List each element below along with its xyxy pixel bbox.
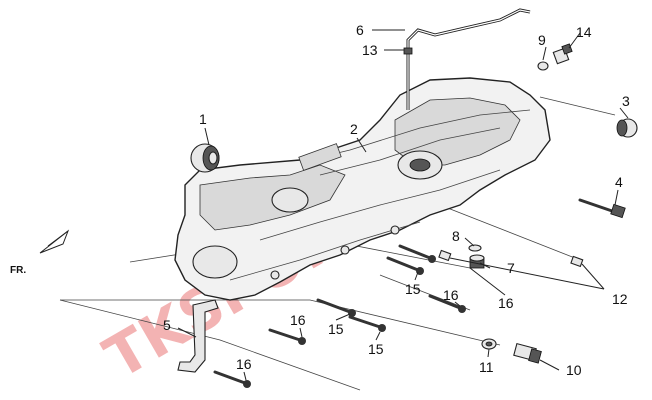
callout-14: 14 — [576, 24, 592, 40]
part-bushing-right — [616, 118, 638, 138]
callout-16c: 16 — [290, 312, 306, 328]
callout-16d: 16 — [236, 356, 252, 372]
part-bolt — [578, 198, 626, 219]
callout-15c: 15 — [368, 341, 384, 357]
direction-label: FR. — [10, 265, 26, 276]
front-direction-arrow — [39, 229, 70, 254]
callout-8: 8 — [452, 228, 460, 244]
part-plug-lower — [481, 338, 542, 364]
callout-11: 11 — [479, 359, 494, 375]
callout-labels: 1 2 3 4 5 6 7 8 9 10 11 12 13 14 15 15 1… — [163, 22, 630, 378]
callout-1: 1 — [199, 111, 207, 127]
crankcase — [174, 77, 551, 301]
callout-4: 4 — [615, 174, 623, 190]
callout-16b: 16 — [498, 295, 514, 311]
callout-6: 6 — [356, 22, 364, 38]
callout-16a: 16 — [443, 287, 459, 303]
bolt-set — [213, 244, 466, 388]
callout-3: 3 — [622, 93, 630, 109]
callout-7: 7 — [507, 260, 515, 276]
leader-lines — [177, 29, 629, 381]
callout-15a: 15 — [405, 281, 421, 297]
callout-5: 5 — [163, 317, 171, 333]
part-bushing — [190, 143, 220, 173]
callout-2: 2 — [350, 121, 358, 137]
part-bracket — [177, 299, 219, 373]
callout-9: 9 — [538, 32, 546, 48]
callout-12: 12 — [612, 291, 628, 307]
part-breather-tube — [406, 8, 531, 110]
callout-13: 13 — [362, 42, 378, 58]
callout-10: 10 — [566, 362, 582, 378]
part-dowel-pins — [438, 249, 584, 268]
part-clip — [403, 47, 413, 55]
callout-15b: 15 — [328, 321, 344, 337]
